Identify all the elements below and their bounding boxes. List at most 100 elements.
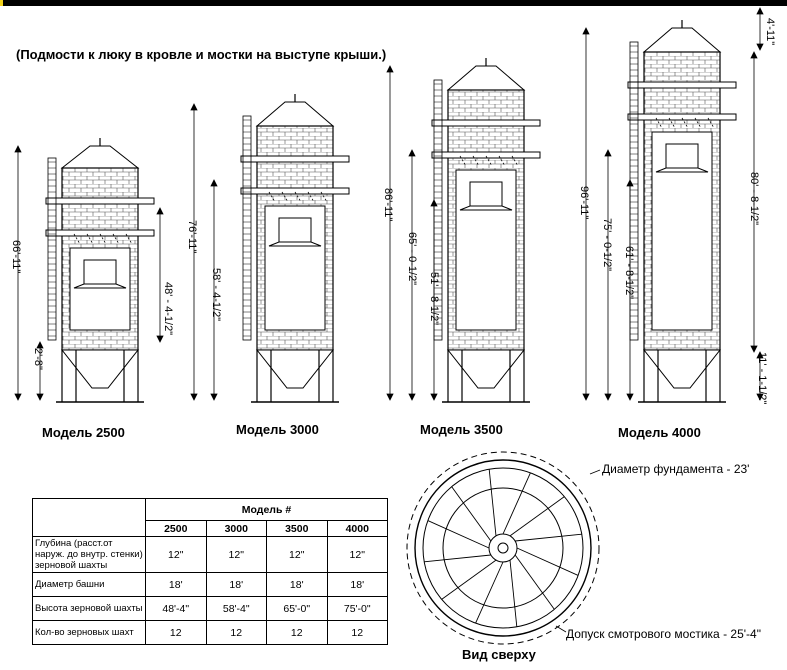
- tower-3000: [240, 94, 350, 403]
- tower-4000: [627, 20, 737, 403]
- arrowhead: [210, 393, 218, 401]
- table-row-label: Диаметр башни: [32, 572, 146, 597]
- dim-2500-shaft: 48' - 4-1/2": [162, 282, 174, 336]
- fan-base: [655, 167, 709, 173]
- dim-3500-shaft: 65' - 0-1/2": [406, 232, 418, 286]
- grain-shaft-divider: [441, 559, 497, 600]
- walkway-ledge: [431, 151, 541, 159]
- walkway-clearance-label: Допуск смотрового мостика - 25'-4": [566, 627, 761, 641]
- hopper: [60, 349, 140, 389]
- arrowhead: [756, 351, 764, 359]
- air-jet: [294, 191, 302, 203]
- arrowhead: [430, 393, 438, 401]
- arrowhead: [386, 65, 394, 73]
- hopper: [446, 349, 526, 389]
- air-jet: [459, 155, 467, 167]
- caption: (Подмости к люку в кровле и мостки на вы…: [16, 47, 387, 62]
- table-cell: 65'-0": [266, 596, 328, 621]
- table-col-header: 2500: [145, 520, 207, 537]
- arrowhead: [582, 393, 590, 401]
- model-label-4000: Модель 4000: [618, 425, 701, 440]
- arrowhead: [156, 207, 164, 215]
- dim-4000-total: 96'-11": [578, 186, 590, 220]
- air-jet: [86, 233, 94, 245]
- table-cell: 75'-0": [326, 596, 388, 621]
- arrowhead: [626, 393, 634, 401]
- arrowhead: [210, 179, 218, 187]
- top-bar-marker: [0, 0, 3, 6]
- grain-shaft-divider: [427, 520, 490, 549]
- arrowhead: [604, 149, 612, 157]
- fan-box: [83, 259, 117, 285]
- top-view-drawing: [406, 451, 601, 645]
- table-cell: 12: [205, 620, 267, 645]
- arrowhead: [604, 393, 612, 401]
- walkway-ledge: [431, 119, 541, 127]
- arrowhead: [756, 393, 764, 401]
- air-jet: [681, 117, 689, 129]
- table-row: Кол-во зерновых шахт 12 12 12 12: [32, 620, 388, 645]
- table-row-label: Высота зерновой шахты: [32, 596, 146, 621]
- dim-3000-shaft: 58' - 4-1/2": [210, 268, 222, 322]
- table-col-header: 3500: [266, 520, 328, 537]
- air-jet: [498, 155, 506, 167]
- top-view-title: Вид сверху: [462, 647, 536, 662]
- top-bar: [0, 0, 787, 6]
- foundation-circle: [414, 459, 592, 637]
- table-cell: 48'-4": [145, 596, 207, 621]
- arrowhead: [14, 145, 22, 153]
- table-cell: 12": [266, 536, 328, 573]
- walkway-ledge: [240, 187, 350, 195]
- fan-base: [73, 283, 127, 289]
- arrowhead: [408, 149, 416, 157]
- air-jet: [281, 191, 289, 203]
- arrowhead: [750, 51, 758, 59]
- dim-4000-shaft: 75' - 0-1/2": [601, 218, 613, 272]
- dim-2500-base: 2'-8": [32, 348, 44, 370]
- arrowhead: [386, 393, 394, 401]
- foundation-leader: [589, 469, 601, 475]
- tower-3500: [431, 58, 541, 403]
- air-jet: [655, 117, 663, 129]
- table-cell: 12: [266, 620, 328, 645]
- air-jet: [99, 233, 107, 245]
- fan-box: [278, 217, 312, 243]
- arrowhead: [36, 393, 44, 401]
- tower-roof: [255, 101, 335, 127]
- air-jet: [268, 191, 276, 203]
- tower-inner-wall: [442, 487, 564, 609]
- arrowhead: [626, 179, 634, 187]
- arrowhead: [582, 27, 590, 35]
- walkway-ledge: [45, 229, 155, 237]
- table-row: Глубина (расст.от наруж. до внутр. стенк…: [32, 536, 388, 573]
- model-label-2500: Модель 2500: [42, 425, 125, 440]
- walkway-ledge: [45, 197, 155, 205]
- air-jet: [112, 233, 120, 245]
- table-cell: 18': [326, 572, 388, 597]
- dim-3500-total: 86'-11": [382, 188, 394, 222]
- air-jet: [307, 191, 315, 203]
- air-jet: [707, 117, 715, 129]
- walkway-leader: [555, 625, 567, 633]
- grain-shaft-divider: [515, 533, 582, 542]
- grain-shaft-divider: [488, 469, 497, 536]
- arrowhead: [190, 393, 198, 401]
- table-cell: 12": [145, 536, 207, 573]
- air-jet: [668, 117, 676, 129]
- arrowhead: [756, 7, 764, 15]
- table-col-header: 3000: [205, 520, 267, 537]
- fan-base: [459, 205, 513, 211]
- tower-outer-wall: [422, 467, 584, 629]
- air-jet: [125, 233, 133, 245]
- dim-4000-cap: 4'-11": [764, 18, 776, 46]
- fan-base: [268, 241, 322, 247]
- walkway-clearance-circle: [406, 451, 600, 645]
- dim-4000-base: 11' - 1-1/2": [756, 352, 768, 405]
- fan-box: [665, 143, 699, 169]
- spec-table: Модель # 2500 3000 3500 4000 Глубина (ра…: [32, 498, 388, 645]
- model-label-3000: Модель 3000: [236, 422, 319, 437]
- air-jet: [472, 155, 480, 167]
- table-group-header: Модель #: [145, 498, 388, 521]
- walkway-ledge: [627, 81, 737, 89]
- grain-shaft-divider: [516, 547, 579, 576]
